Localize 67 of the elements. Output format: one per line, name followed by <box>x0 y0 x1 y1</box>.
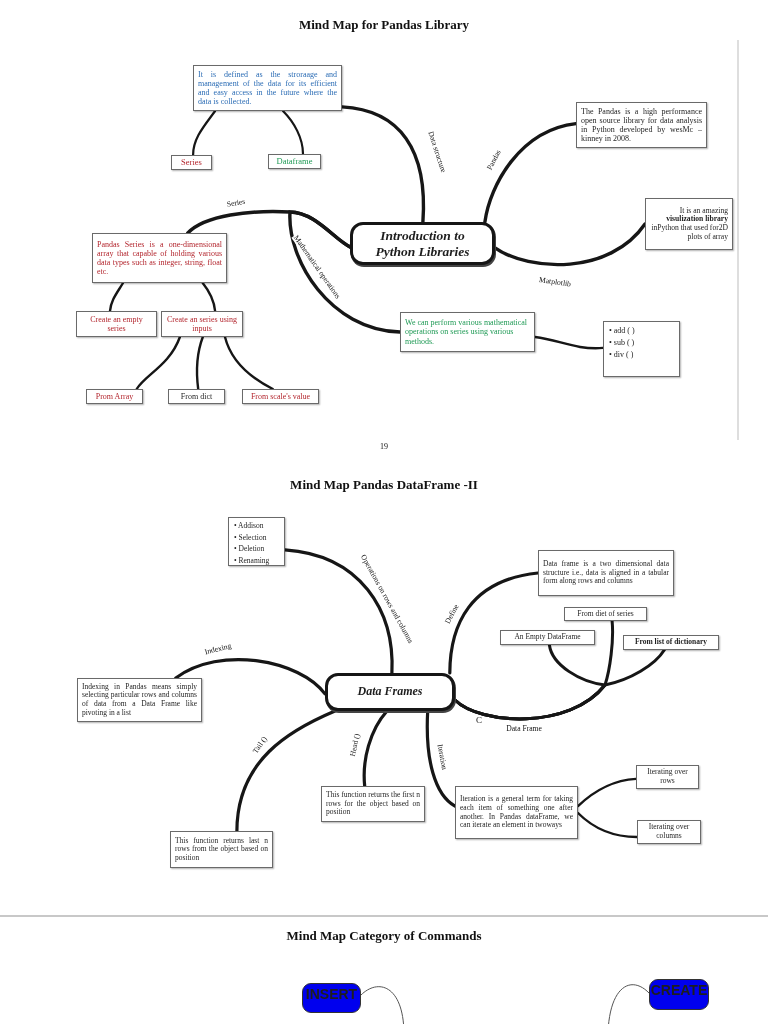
topic-text: It is defined as the stroraage and management of the data for its efficient and easy access in the future where the data is collected. <box>198 69 337 107</box>
topic-box <box>645 198 733 250</box>
branch-line <box>493 222 647 267</box>
branch-line <box>288 210 402 334</box>
topic-text: We can perform various mathematical operations on series using various methods. <box>405 318 528 346</box>
topic-text: Dataframe <box>276 156 313 167</box>
branch-line <box>192 109 217 157</box>
branch-line <box>483 121 578 224</box>
branch-line <box>360 986 405 1024</box>
branch-line <box>283 548 394 675</box>
list-item: • add ( ) <box>609 326 636 336</box>
central-topic-text: Data Frames <box>357 685 423 699</box>
topic-box <box>637 820 701 844</box>
topic-text: From scale's value <box>250 391 311 402</box>
central-topic-text: Introduction to Python Libraries <box>374 228 471 259</box>
topic-box <box>171 155 212 170</box>
topic-box <box>400 312 535 352</box>
command-label: CREATE <box>650 982 708 999</box>
list-item: • div ( ) <box>609 350 635 360</box>
topic-text: Create an series using inputs <box>166 314 238 334</box>
central-topic-box <box>350 222 495 265</box>
section-title: Mind Map Category of Commands <box>286 929 482 944</box>
topic-text: Series <box>181 157 202 168</box>
section-title: Mind Map Pandas DataFrame -II <box>290 478 478 493</box>
topic-box <box>86 389 143 404</box>
branch-line <box>201 281 217 313</box>
branch-line <box>576 811 639 839</box>
topic-box <box>623 635 719 650</box>
branch-line <box>195 335 204 391</box>
topic-box <box>500 630 595 645</box>
page-number: 19 <box>380 443 388 452</box>
branch-line <box>607 984 650 1024</box>
list-item: • sub ( ) <box>609 338 636 348</box>
command-label: INSERT <box>305 986 358 1003</box>
branch-line <box>576 777 638 808</box>
map-title: Mind Map for Pandas Library <box>298 18 470 33</box>
branch-line <box>235 709 337 833</box>
topic-box <box>168 389 225 404</box>
topic-text: Create an empty series <box>89 314 144 334</box>
command-box <box>302 983 361 1013</box>
topic-box <box>268 154 321 169</box>
branch-line <box>453 648 666 721</box>
branch-line <box>340 105 426 224</box>
topic-box <box>228 517 285 566</box>
topic-box <box>538 550 674 596</box>
topic-box <box>603 321 680 377</box>
branch-line <box>108 281 125 313</box>
branch-line <box>223 335 274 391</box>
branch-line <box>448 571 540 675</box>
branch-line <box>533 335 605 350</box>
topic-box <box>242 389 319 404</box>
command-box <box>649 979 709 1010</box>
topic-text: The Pandas is a high performance open source library for data analysis in Python developed by wesMc – kinney in 2008. <box>581 106 702 144</box>
topic-box <box>161 311 243 337</box>
topic-box <box>564 607 647 621</box>
branch-line <box>135 335 182 391</box>
branch-line <box>174 658 327 696</box>
central-topic-box <box>325 673 455 711</box>
topic-text: From dict <box>180 391 213 402</box>
topic-box <box>92 233 227 283</box>
topic-text: Prom Array <box>95 391 134 402</box>
annotation-letter: C <box>476 716 482 726</box>
topic-box <box>455 786 578 839</box>
topic-box <box>636 765 699 789</box>
topic-text: Pandas Series is a one-dimensional array that capable of holding various data types such as integer, string, float etc. <box>97 239 222 277</box>
topic-box <box>76 311 157 337</box>
branch-line <box>281 109 305 156</box>
